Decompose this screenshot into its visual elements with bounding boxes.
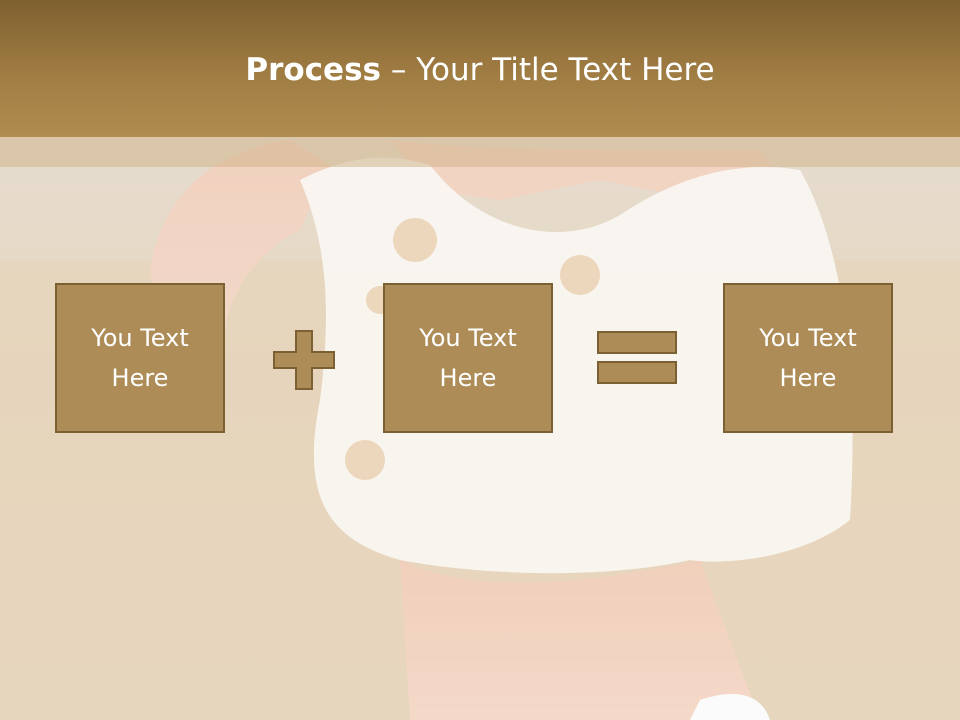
- equals-icon: [597, 331, 677, 384]
- plus-icon: [273, 330, 335, 390]
- text-box-3-label: You Text Here: [759, 324, 857, 392]
- text-box-2-label: You Text Here: [419, 324, 517, 392]
- slide-title: Process – Your Title Text Here: [0, 52, 960, 88]
- text-box-2[interactable]: You Text Here: [383, 283, 553, 433]
- text-box-3[interactable]: You Text Here: [723, 283, 893, 433]
- title-strip: [0, 137, 960, 167]
- text-box-1-label: You Text Here: [91, 324, 189, 392]
- title-rest: – Your Title Text Here: [381, 52, 715, 88]
- title-bar: [0, 0, 960, 137]
- title-bold: Process: [245, 52, 381, 88]
- text-box-1[interactable]: You Text Here: [55, 283, 225, 433]
